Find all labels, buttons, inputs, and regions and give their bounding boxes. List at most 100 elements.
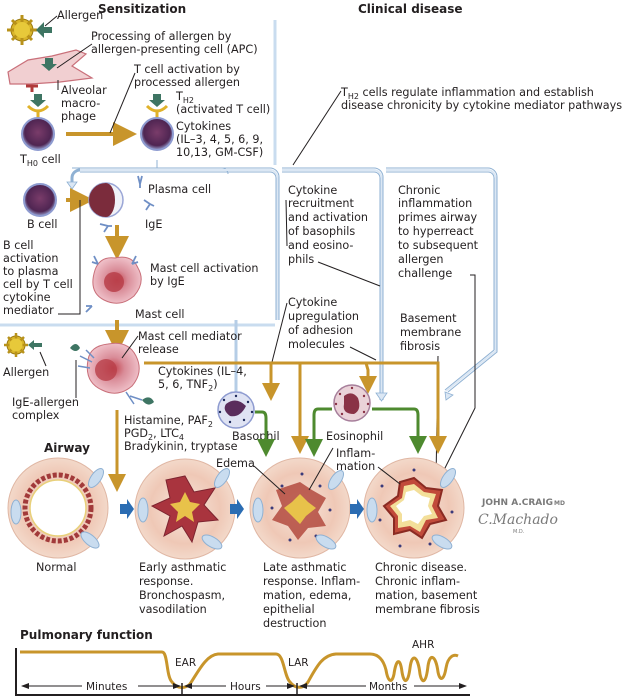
svg-text:Chronic disease.: Chronic disease. [375, 561, 467, 574]
label-t-activation-1: T cell activation by [133, 63, 240, 76]
label-plasma-cell: Plasma cell [148, 183, 211, 196]
svg-text:epithelial: epithelial [263, 603, 315, 616]
svg-text:Cytokine: Cytokine [288, 184, 337, 197]
label-b-activation-3: to plasma [3, 265, 58, 278]
svg-text:phils: phils [288, 253, 314, 266]
svg-text:of basophils: of basophils [288, 225, 355, 238]
th2-cell [140, 117, 174, 151]
label-cytokines-2: (IL–3, 4, 5, 6, 9, [176, 133, 263, 146]
svg-text:response. Inflam-: response. Inflam- [263, 575, 360, 588]
label-edema: Edema [216, 457, 255, 470]
svg-text:primes airway: primes airway [398, 211, 478, 224]
label-ige: IgE [145, 218, 162, 231]
svg-text:membrane fibrosis: membrane fibrosis [375, 603, 480, 616]
svg-text:response.: response. [139, 575, 193, 588]
label-b-activation-6: mediator [3, 304, 54, 317]
svg-text:MD: MD [554, 500, 565, 507]
svg-text:M.D.: M.D. [513, 529, 525, 535]
svg-text:fibrosis: fibrosis [400, 340, 440, 353]
caption-late-response: Late asthmatic response. Inflam- mation,… [263, 561, 360, 630]
label-cytokine-upregulation: Cytokine upregulation of adhesion molecu… [288, 296, 359, 351]
label-pgd2: PGD2, LTC4 [124, 427, 184, 442]
label-hours: Hours [230, 681, 261, 693]
svg-text:to subsequent: to subsequent [398, 239, 479, 252]
caption-normal: Normal [36, 561, 76, 574]
label-b-activation-2: activation [3, 252, 58, 265]
label-ear: EAR [175, 657, 196, 669]
heading-clinical-disease: Clinical disease [358, 2, 463, 16]
svg-text:membrane: membrane [400, 326, 461, 339]
label-inflammation-1: Inflam- [336, 447, 375, 460]
svg-text:upregulation: upregulation [288, 310, 359, 323]
mediator-arrows [108, 361, 447, 492]
svg-text:mation, edema,: mation, edema, [263, 589, 351, 602]
svg-text:C.Machado: C.Machado [478, 512, 558, 528]
svg-text:vasodilation: vasodilation [139, 603, 207, 616]
label-apc-processing-1: Processing of allergen by [91, 30, 232, 43]
allergen-icon [7, 15, 37, 45]
label-bradykinin: Bradykinin, tryptase [124, 440, 238, 453]
arrow-to-b-cell [70, 168, 81, 183]
pulmonary-curve [20, 650, 459, 689]
label-inflammation-2: mation [336, 460, 375, 473]
svg-text:and eosino-: and eosino- [288, 239, 353, 252]
label-mediator-release-2: release [138, 343, 179, 356]
label-th2-regulate-2: disease chronicity by cytokine mediator … [341, 99, 622, 112]
svg-text:mation, basement: mation, basement [375, 589, 478, 602]
cell-recruitment-arrows [255, 407, 427, 457]
caption-early-response: Early asthmatic response. Bronchospasm, … [139, 561, 226, 616]
cytokine-pathway-fill [80, 169, 497, 400]
label-lar: LAR [288, 657, 309, 669]
label-mediator-release-1: Mast cell mediator [138, 330, 242, 343]
label-b-cell: B cell [27, 218, 57, 231]
b-cell [23, 183, 57, 217]
label-mast-activation-2: by IgE [150, 275, 185, 288]
label-b-activation-4: cell by T cell [3, 278, 73, 291]
label-basophil: Basophil [232, 430, 280, 443]
artist-signature: JOHN A.CRAIG MD C.Machado M.D. [478, 498, 565, 535]
svg-text:allergen: allergen [398, 253, 443, 266]
label-basement-membrane: Basement membrane fibrosis [400, 312, 461, 353]
svg-text:Early asthmatic: Early asthmatic [139, 561, 226, 574]
label-cytokines-1: Cytokines [176, 120, 231, 133]
svg-text:Late asthmatic: Late asthmatic [263, 561, 346, 574]
cytokine-pathway-lines [72, 160, 498, 400]
label-eosinophil: Eosinophil [326, 430, 383, 443]
label-alveolar-3: phage [61, 110, 96, 123]
airway-normal [7, 457, 109, 559]
heading-pulmonary-function: Pulmonary function [20, 628, 153, 642]
svg-text:Chronic: Chronic [398, 184, 440, 197]
svg-text:molecules: molecules [288, 338, 345, 351]
label-ige-complex-1: IgE-allergen [12, 396, 79, 409]
label-alveolar-2: macro- [61, 97, 100, 110]
frame-lines [0, 20, 277, 327]
ige-antibody-icon [99, 175, 155, 233]
label-cytokine-recruitment: Cytokine recruitment and activation of b… [288, 184, 368, 266]
svg-text:Cytokine: Cytokine [288, 296, 337, 309]
airway-early-response [134, 458, 236, 560]
allergen-icon-2 [4, 333, 28, 357]
svg-text:inflammation: inflammation [398, 197, 472, 210]
svg-text:recruitment: recruitment [288, 197, 354, 210]
label-cytokines-il4-2: 5, 6, TNF2) [158, 378, 218, 393]
label-b-activation-1: B cell [3, 239, 33, 252]
label-th2: TH2 [175, 90, 194, 105]
svg-text:of adhesion: of adhesion [288, 324, 353, 337]
label-t-activation-2: processed allergen [134, 76, 240, 89]
svg-text:Bronchospasm,: Bronchospasm, [139, 589, 225, 602]
svg-text:destruction: destruction [263, 617, 326, 630]
heading-sensitization: Sensitization [98, 2, 186, 16]
label-ige-complex-2: complex [12, 409, 60, 422]
graph-axes [15, 648, 470, 696]
svg-text:to hyperreact: to hyperreact [398, 225, 474, 238]
label-activated-t-cell: (activated T cell) [176, 103, 270, 116]
svg-text:Chronic inflam-: Chronic inflam- [375, 575, 460, 588]
svg-text:and activation: and activation [288, 211, 368, 224]
svg-text:Basement: Basement [400, 312, 457, 325]
label-allergen: Allergen [57, 9, 103, 22]
label-minutes: Minutes [86, 681, 127, 693]
svg-text:challenge: challenge [398, 267, 452, 280]
airway-late-response [249, 457, 351, 559]
progression-arrows [120, 499, 364, 519]
